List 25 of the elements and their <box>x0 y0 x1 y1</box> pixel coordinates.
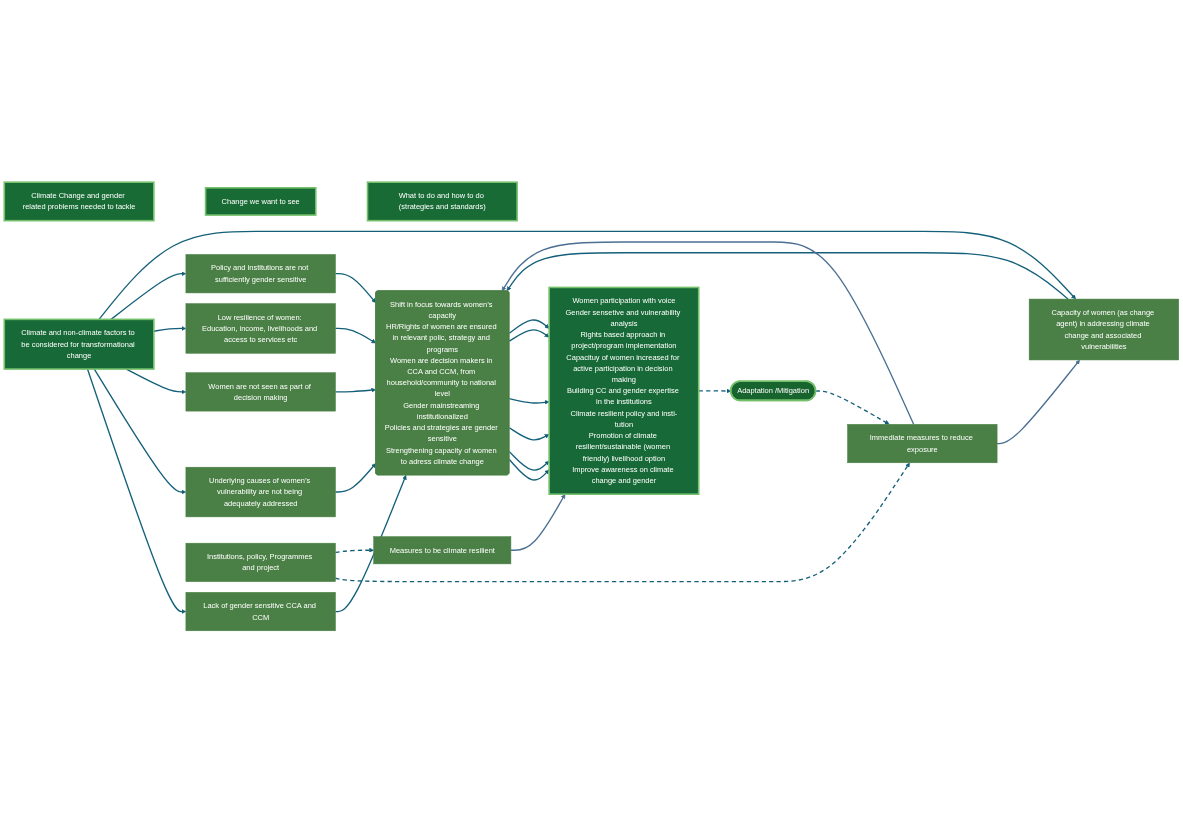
arrow <box>334 273 376 304</box>
arrow <box>153 326 187 332</box>
arrow <box>110 271 187 321</box>
arrow <box>698 388 732 394</box>
arrow <box>508 319 550 334</box>
arrow <box>334 463 376 493</box>
arrow <box>334 327 376 344</box>
arrow <box>996 359 1080 445</box>
arrow <box>334 387 376 393</box>
arrow <box>334 462 910 583</box>
arrow <box>508 427 550 441</box>
arrow <box>815 390 890 425</box>
arrow <box>98 230 1076 321</box>
arrow <box>508 398 550 405</box>
arrow <box>125 368 187 395</box>
arrow <box>334 475 407 613</box>
arrow <box>506 252 1069 300</box>
arrow <box>334 547 374 554</box>
arrow <box>93 368 187 495</box>
arrow <box>501 241 915 425</box>
arrow <box>86 368 187 614</box>
arrow <box>508 329 550 342</box>
arrow <box>510 493 566 551</box>
arrow <box>508 450 550 471</box>
arrow <box>508 458 550 481</box>
